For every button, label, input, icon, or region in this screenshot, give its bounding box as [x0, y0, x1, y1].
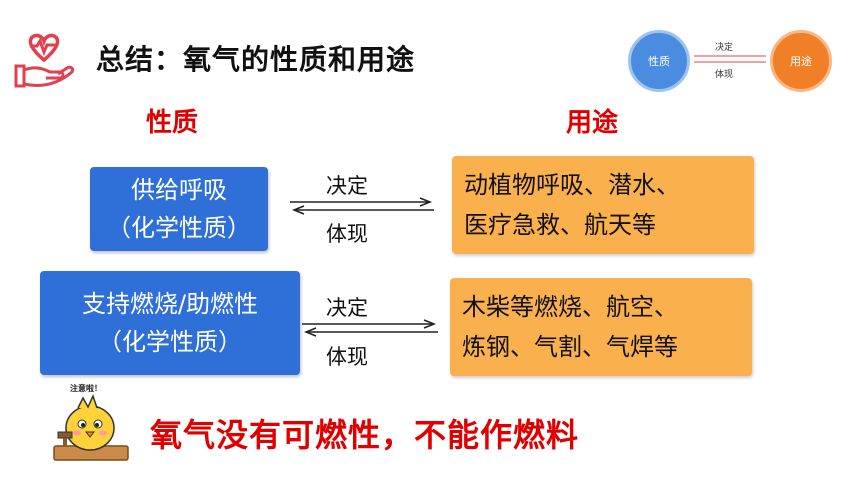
- use-box-respiration: 动植物呼吸、潜水、 医疗急救、航天等: [452, 156, 754, 254]
- mini-arrow-left: [694, 61, 766, 63]
- use-circle: 用途: [770, 30, 832, 92]
- embody-label: 体现: [326, 222, 368, 246]
- property-name: 供给呼吸: [131, 176, 227, 204]
- double-arrow: [302, 319, 438, 337]
- use-box-combustion: 木柴等燃烧、航空、 炼钢、气割、气焊等: [450, 278, 752, 376]
- use-heading: 用途: [566, 108, 619, 138]
- conclusion-text: 氧气没有可燃性，不能作燃料: [150, 416, 580, 454]
- property-box-combustion: 支持燃烧/助燃性 （化学性质）: [40, 271, 300, 375]
- decide-label: 决定: [326, 174, 368, 198]
- property-name: 支持燃烧/助燃性: [81, 290, 259, 318]
- property-type: （化学性质）: [98, 328, 242, 356]
- decide-label: 决定: [326, 296, 368, 320]
- mini-embody-label: 体现: [715, 70, 734, 80]
- mini-decide-label: 决定: [715, 43, 734, 53]
- heart-hand-icon: [14, 33, 74, 88]
- note-bubble: 注意啦！: [70, 384, 102, 393]
- use-line: 炼钢、气割、气焊等: [462, 333, 678, 361]
- embody-label: 体现: [326, 345, 368, 369]
- chick-mascot-icon: [53, 393, 129, 461]
- property-type: （化学性质）: [107, 214, 251, 242]
- property-box-respiration: 供给呼吸 （化学性质）: [90, 167, 268, 251]
- use-line: 动植物呼吸、潜水、: [464, 171, 680, 199]
- use-line: 医疗急救、航天等: [464, 211, 656, 239]
- property-circle: 性质: [628, 30, 690, 92]
- mini-arrow-right: [694, 55, 766, 57]
- use-line: 木柴等燃烧、航空、: [462, 293, 678, 321]
- property-heading: 性质: [146, 108, 199, 138]
- page-title: 总结：氧气的性质和用途: [96, 43, 416, 76]
- double-arrow: [290, 197, 434, 215]
